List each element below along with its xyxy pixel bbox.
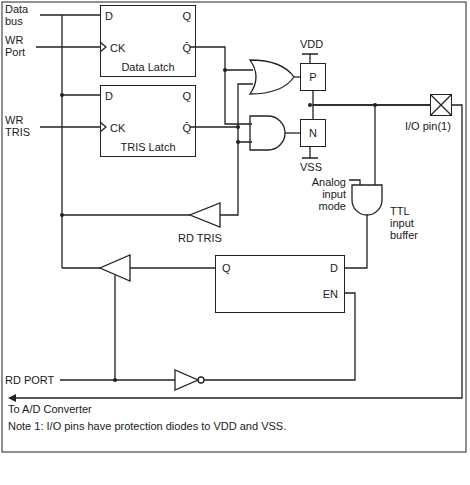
pin-name: Q xyxy=(182,90,191,102)
pin-name: D xyxy=(105,90,113,102)
pin-name: Q̄ xyxy=(182,42,191,54)
signal-label: Analog input mode xyxy=(302,176,346,212)
drain-wire xyxy=(313,91,430,105)
pin-name: Q̄ xyxy=(182,122,191,134)
pin-name: N xyxy=(301,127,325,139)
pin-name: Q xyxy=(182,10,191,22)
pin-name: EN xyxy=(323,288,338,300)
latch-name: Data Latch xyxy=(101,61,195,73)
signal-label: RD PORT xyxy=(5,374,54,386)
input-latch: Q D EN xyxy=(215,255,345,313)
pin-name: P xyxy=(301,71,325,83)
n-transistor: N xyxy=(300,119,326,147)
drain-wire xyxy=(313,105,430,119)
p-transistor: P xyxy=(300,63,326,91)
signal-label: RD TRIS xyxy=(178,232,222,244)
pin-name: D xyxy=(330,262,338,274)
tris-latch: D Q CK Q̄ TRIS Latch xyxy=(100,85,196,157)
pin-cross xyxy=(431,95,451,115)
signal-label: VDD xyxy=(300,38,323,50)
signal-label: Data bus xyxy=(5,3,37,27)
pin-name: D xyxy=(105,10,113,22)
pin-name: I/O pin(1) xyxy=(405,120,451,132)
signal-label: Note 1: I/O pins have protection diodes … xyxy=(8,420,338,432)
pin-name: Q xyxy=(222,262,231,274)
signal-label: To A/D Converter xyxy=(8,403,92,415)
signal-label: WR Port xyxy=(5,34,35,58)
data-latch: D Q CK Q̄ Data Latch xyxy=(100,5,196,77)
signal-label: WR TRIS xyxy=(5,114,39,138)
signal-label: VSS xyxy=(300,161,322,173)
signal-label: TTL input buffer xyxy=(390,205,428,241)
pin-name: CK xyxy=(110,42,125,54)
io-pin: I/O pin(1) xyxy=(430,94,452,116)
latch-name: TRIS Latch xyxy=(101,141,195,153)
pin-name: CK xyxy=(110,122,125,134)
